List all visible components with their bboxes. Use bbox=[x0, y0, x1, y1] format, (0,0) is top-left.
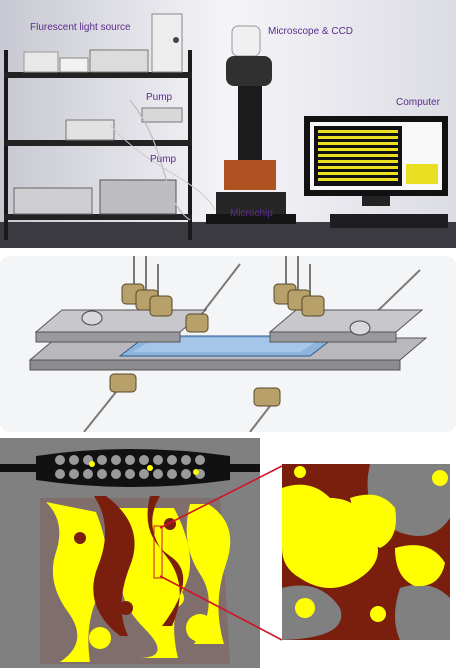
zoom-inset bbox=[282, 464, 450, 640]
lab-setup-photo: Flurescent light source Microscope & CCD… bbox=[0, 0, 456, 248]
pore-network-illustration bbox=[0, 438, 450, 668]
holder-cad-illustration bbox=[28, 256, 428, 432]
light-source-label: Flurescent light source bbox=[30, 22, 131, 33]
lab-setup-illustration bbox=[0, 0, 456, 248]
computer-label: Computer bbox=[396, 97, 440, 108]
microscope-label: Microscope & CCD bbox=[268, 26, 354, 37]
simulation-result-panel bbox=[0, 438, 456, 668]
pump-label-upper: Pump bbox=[146, 92, 173, 103]
device-holder-render bbox=[0, 256, 456, 432]
callout-line-lower bbox=[159, 575, 283, 641]
callout-line-upper bbox=[159, 465, 283, 529]
microchip-label: Microchip bbox=[230, 208, 273, 219]
pump-label-lower: Pump bbox=[150, 154, 177, 165]
